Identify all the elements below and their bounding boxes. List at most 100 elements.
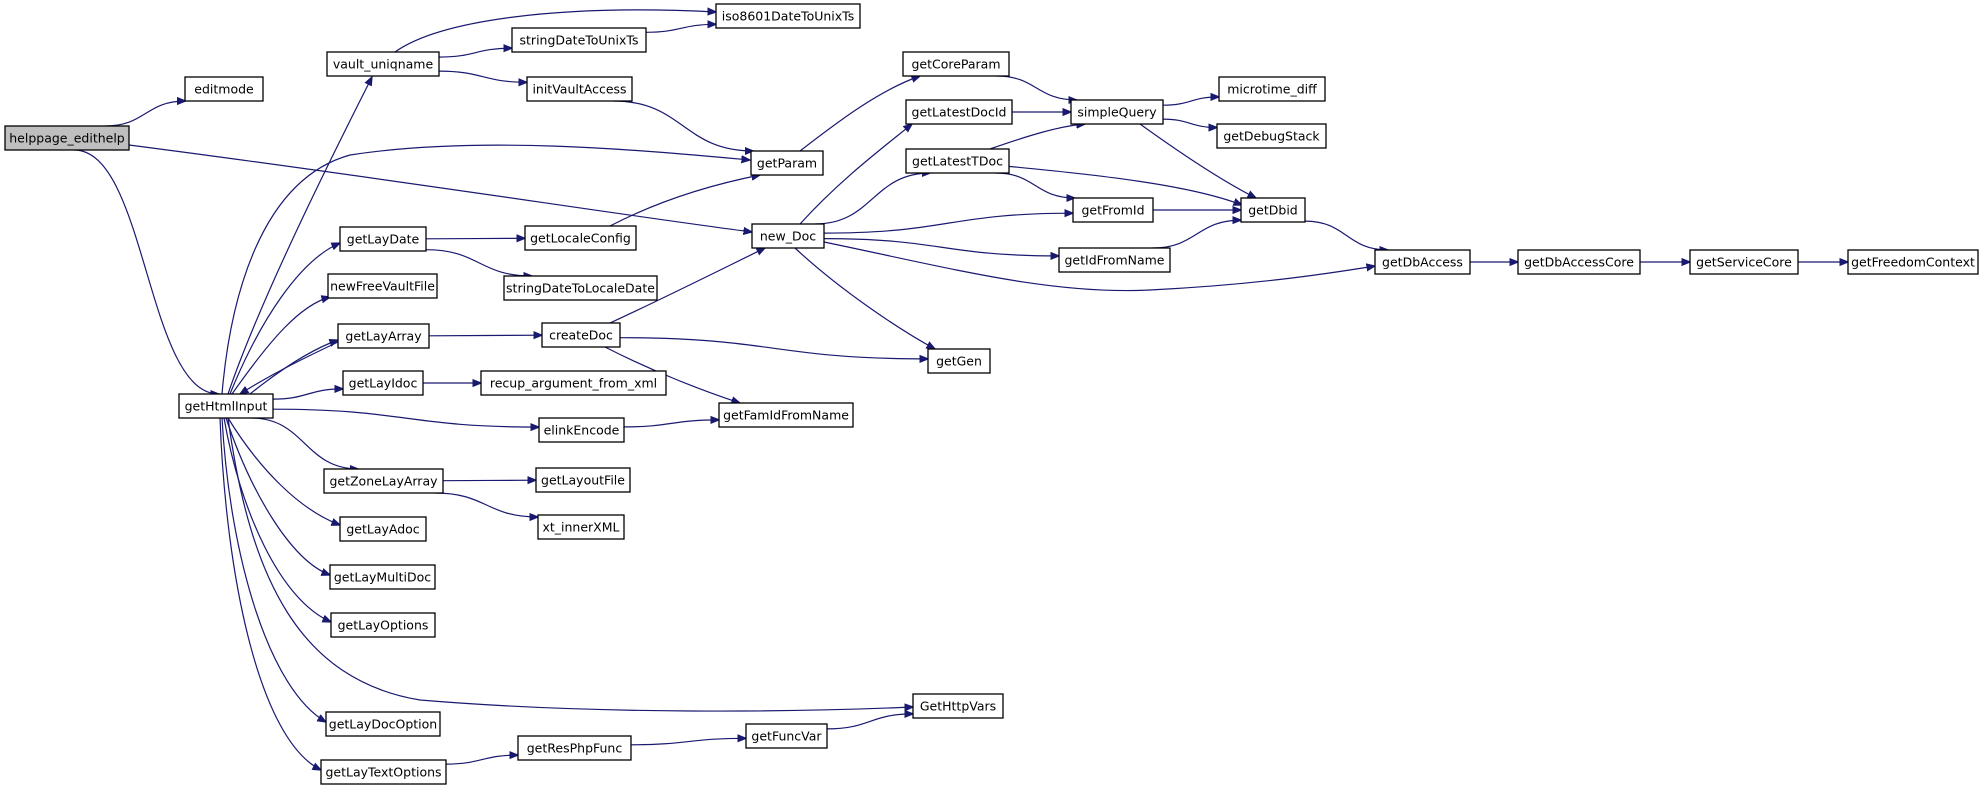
node-label: getLayAdoc [346,522,419,537]
node-label: getLayDate [347,232,420,247]
node-getDbAccess[interactable]: getDbAccess [1374,249,1471,275]
edge-getHtmlInput-to-getParam [221,144,750,395]
node-box [751,223,825,249]
edge-getIdFromName-to-getDbid [1152,220,1242,249]
node-getDbAccessCore[interactable]: getDbAccessCore [1517,249,1641,275]
node-stringDateToUnixTs[interactable]: stringDateToUnixTs [511,27,647,53]
node-label: newFreeVaultFile [330,279,435,294]
node-box [1216,123,1327,149]
node-box [538,417,625,443]
node-label: recup_argument_from_xml [490,376,657,391]
edge-getLayArray-to-getHtmlInput [240,341,339,394]
node-createDoc[interactable]: createDoc [541,322,621,348]
node-getLayDate[interactable]: getLayDate [339,226,427,252]
node-box [339,516,427,542]
edge-getHtmlInput-to-getLayOptions [223,417,331,622]
node-getLayTextOptions[interactable]: getLayTextOptions [320,759,447,785]
node-getDbid[interactable]: getDbid [1240,197,1306,223]
edge-getLatestTDoc-to-getFromId [995,172,1075,198]
edge-getHtmlInput-to-getLayDocOption [221,417,326,722]
node-box [178,393,274,419]
edge-getLatestTDoc-to-getDbid [1004,165,1242,205]
node-getServiceCore[interactable]: getServiceCore [1689,249,1799,275]
node-box [342,370,424,396]
edge-simpleQuery-to-getDbid [1139,123,1256,198]
edge-createDoc-to-new_Doc [609,248,765,324]
edge-getHtmlInput-to-getZoneLayArray [251,417,358,469]
node-box [320,759,447,785]
edge-getZoneLayArray-to-getLayoutFile [442,480,536,481]
node-xt_innerXML[interactable]: xt_innerXML [537,514,625,540]
node-new_Doc[interactable]: new_Doc [751,223,825,249]
node-stringDateToLocaleDate[interactable]: stringDateToLocaleDate [503,275,658,301]
node-box [715,3,861,29]
node-getFromId[interactable]: getFromId [1072,197,1154,223]
edge-new_Doc-to-getDbAccess [823,241,1375,292]
node-box [4,125,130,151]
node-newFreeVaultFile[interactable]: newFreeVaultFile [327,273,438,299]
node-getFreedomContext[interactable]: getFreedomContext [1847,249,1979,275]
node-getGen[interactable]: getGen [927,348,991,374]
node-GetHttpVars[interactable]: GetHttpVars [912,693,1004,719]
node-getFamIdFromName[interactable]: getFamIdFromName [718,402,854,428]
node-box [325,711,441,737]
edge-getHtmlInput-to-newFreeVaultFile [231,297,330,395]
node-recup_argument_from_xml[interactable]: recup_argument_from_xml [480,370,667,396]
node-initVaultAccess[interactable]: initVaultAccess [526,76,633,102]
node-label: getCoreParam [911,57,1000,72]
node-box [517,735,632,761]
node-label: initVaultAccess [532,82,626,97]
node-box [1218,76,1326,102]
node-getParam[interactable]: getParam [750,150,824,176]
node-vault_uniqname[interactable]: vault_uniqname [326,51,440,77]
edge-getHtmlInput-to-getLayTextOptions [219,417,321,770]
node-getLayAdoc[interactable]: getLayAdoc [339,516,427,542]
node-getLayArray[interactable]: getLayArray [337,323,430,349]
node-box [905,148,1010,174]
node-getHtmlInput[interactable]: getHtmlInput [178,393,274,419]
node-getDebugStack[interactable]: getDebugStack [1216,123,1327,149]
edge-getHtmlInput-to-elinkEncode [272,408,539,427]
edge-helppage_edithelp-to-getHtmlInput [74,149,219,394]
node-getLocaleConfig[interactable]: getLocaleConfig [524,225,637,251]
node-getIdFromName[interactable]: getIdFromName [1058,247,1171,273]
node-helppage_edithelp[interactable]: helppage_edithelp [4,125,130,151]
edge-getCoreParam-to-simpleQuery [996,75,1077,100]
edge-getHtmlInput-to-vault_uniqname [227,77,372,395]
edge-initVaultAccess-to-getParam [613,100,753,151]
node-label: getDbid [1248,203,1298,218]
node-label: elinkEncode [544,423,620,438]
node-label: stringDateToLocaleDate [506,281,655,296]
node-label: getLayTextOptions [325,765,441,780]
node-getLayOptions[interactable]: getLayOptions [330,612,436,638]
node-label: getFromId [1081,203,1144,218]
edge-new_Doc-to-getLatestDocId [799,124,912,225]
node-getLatestDocId[interactable]: getLatestDocId [905,99,1013,125]
node-label: getLatestDocId [912,105,1007,120]
node-box [1240,197,1306,223]
node-box [1072,197,1154,223]
node-label: getFuncVar [751,729,822,744]
node-getResPhpFunc[interactable]: getResPhpFunc [517,735,632,761]
node-label: iso8601DateToUnixTs [722,9,855,24]
node-getLatestTDoc[interactable]: getLatestTDoc [905,148,1010,174]
node-getLayoutFile[interactable]: getLayoutFile [535,467,631,493]
edge-helppage_edithelp-to-editmode [105,101,185,127]
edge-createDoc-to-getGen [619,337,928,359]
node-simpleQuery[interactable]: simpleQuery [1070,99,1164,125]
node-getLayDocOption[interactable]: getLayDocOption [325,711,441,737]
node-getZoneLayArray[interactable]: getZoneLayArray [323,468,444,494]
node-microtime_diff[interactable]: microtime_diff [1218,76,1326,102]
node-getLayMultiDoc[interactable]: getLayMultiDoc [329,564,436,590]
node-box [503,275,658,301]
node-box [537,514,625,540]
node-box [535,467,631,493]
node-box [912,693,1004,719]
node-iso8601DateToUnixTs[interactable]: iso8601DateToUnixTs [715,3,861,29]
node-elinkEncode[interactable]: elinkEncode [538,417,625,443]
node-getLayIdoc[interactable]: getLayIdoc [342,370,424,396]
node-getFuncVar[interactable]: getFuncVar [745,723,828,749]
node-getCoreParam[interactable]: getCoreParam [902,51,1010,77]
node-editmode[interactable]: editmode [184,76,264,102]
node-box [526,76,633,102]
